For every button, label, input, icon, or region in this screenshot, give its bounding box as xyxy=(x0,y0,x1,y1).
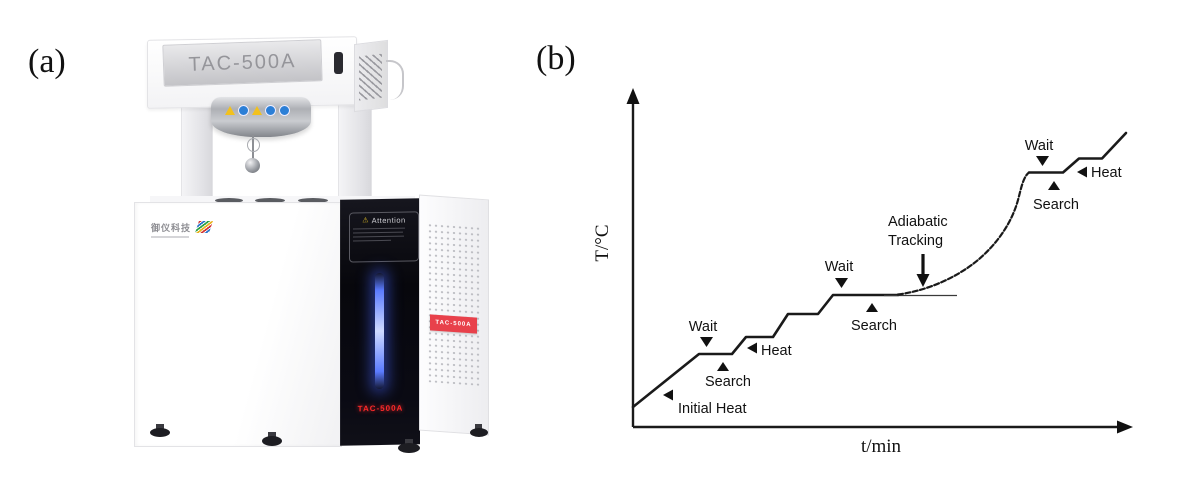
x-axis-label: t/min xyxy=(861,436,902,457)
annotation-adiabatic-line2: Tracking xyxy=(888,233,943,249)
staircase-lower xyxy=(631,293,900,409)
blue-led-strip xyxy=(375,272,384,390)
foot xyxy=(150,428,170,437)
annotation-adiabatic-line1: Adiabatic xyxy=(888,214,948,230)
foot xyxy=(156,424,164,430)
head-clamp xyxy=(334,52,343,74)
triangle-down-icon xyxy=(835,278,848,288)
sample-hanger-hook xyxy=(247,138,260,152)
cable-loop xyxy=(386,60,404,100)
y-axis-label: T/°C xyxy=(592,224,613,261)
instrument-head-side xyxy=(354,39,388,113)
calorimeter-lid xyxy=(211,97,311,137)
warning-triangle-icon xyxy=(225,106,235,115)
warning-triangle-icon xyxy=(252,106,262,115)
top-port xyxy=(255,198,285,203)
attention-fine-print-line xyxy=(353,231,403,234)
attention-label: ⚠ Attention xyxy=(349,211,419,263)
heat-wait-search-diagram: T/°C t/min Wait Search Initial Heat Heat… xyxy=(592,88,1133,457)
side-panel: TAC-500A xyxy=(419,194,489,436)
instrument-left-column xyxy=(181,103,213,207)
model-name-plate: TAC-500A xyxy=(162,39,323,87)
arrow-down-icon xyxy=(916,274,930,287)
instrument-photo: TAC-500A 御仪科技 xyxy=(0,0,520,481)
mandatory-circle-icon xyxy=(238,105,249,116)
annotation-heat-1: Heat xyxy=(761,343,792,359)
adiabatic-rise xyxy=(896,171,1031,296)
triangle-up-icon xyxy=(1048,181,1060,190)
annotation-wait-2: Wait xyxy=(825,259,853,275)
mandatory-circle-icon xyxy=(279,105,290,116)
foot xyxy=(475,424,482,430)
model-name-text: TAC-500A xyxy=(188,49,297,76)
temperature-curve xyxy=(631,131,1128,409)
foot xyxy=(262,436,282,446)
x-axis-arrowhead-icon xyxy=(1117,420,1133,434)
mandatory-circle-icon xyxy=(265,105,276,116)
foot xyxy=(268,432,276,438)
attention-fine-print-line xyxy=(353,235,404,238)
attention-fine-print-line xyxy=(353,227,405,230)
annotation-wait-1: Wait xyxy=(689,319,717,335)
annotation-search-3: Search xyxy=(1033,197,1079,213)
annotations: Wait Search Initial Heat Heat Wait Searc… xyxy=(663,138,1122,417)
warning-sticker-row xyxy=(225,105,290,116)
triangle-left-icon xyxy=(663,389,673,401)
panel-a-label: (a) xyxy=(28,43,66,80)
brand-block: 御仪科技 xyxy=(151,221,213,238)
perforation-pattern xyxy=(427,222,480,386)
instrument-right-column xyxy=(338,103,372,205)
axes: T/°C t/min xyxy=(592,88,1133,457)
staircase-upper xyxy=(1027,131,1128,174)
annotation-search-2: Search xyxy=(851,318,897,334)
panel-b-label: (b) xyxy=(536,40,576,77)
foot xyxy=(405,439,413,445)
front-door-panel: ⚠ Attention TAC-500A xyxy=(340,198,420,446)
warning-triangle-icon: ⚠ xyxy=(362,217,369,225)
cabinet-top xyxy=(150,196,415,206)
vent-grille xyxy=(359,53,382,101)
attention-fine-print-line xyxy=(353,239,391,242)
triangle-up-icon xyxy=(717,362,729,371)
y-axis-arrowhead-icon xyxy=(626,88,640,104)
brand-subtitle-line xyxy=(151,236,189,238)
top-port xyxy=(215,198,243,203)
side-badge-text: TAC-500A xyxy=(435,319,472,329)
cabinet-front: 御仪科技 xyxy=(134,202,342,447)
top-port xyxy=(298,198,328,203)
triangle-left-icon xyxy=(1077,166,1087,178)
triangle-up-icon xyxy=(866,303,878,312)
brand-name: 御仪科技 xyxy=(151,223,192,233)
annotation-initial-heat: Initial Heat xyxy=(678,401,747,417)
annotation-heat-3: Heat xyxy=(1091,165,1122,181)
foot xyxy=(398,443,420,453)
annotation-wait-3: Wait xyxy=(1025,138,1053,154)
triangle-down-icon xyxy=(1036,156,1049,166)
annotation-search-1: Search xyxy=(705,374,751,390)
foot xyxy=(470,428,488,437)
triangle-down-icon xyxy=(700,337,713,347)
attention-title-text: Attention xyxy=(371,215,406,226)
brand-logo-mark xyxy=(195,221,213,233)
sample-sphere xyxy=(245,158,260,173)
front-model-text: TAC-500A xyxy=(357,403,404,414)
triangle-left-icon xyxy=(747,342,757,354)
side-model-badge: TAC-500A xyxy=(430,314,477,334)
